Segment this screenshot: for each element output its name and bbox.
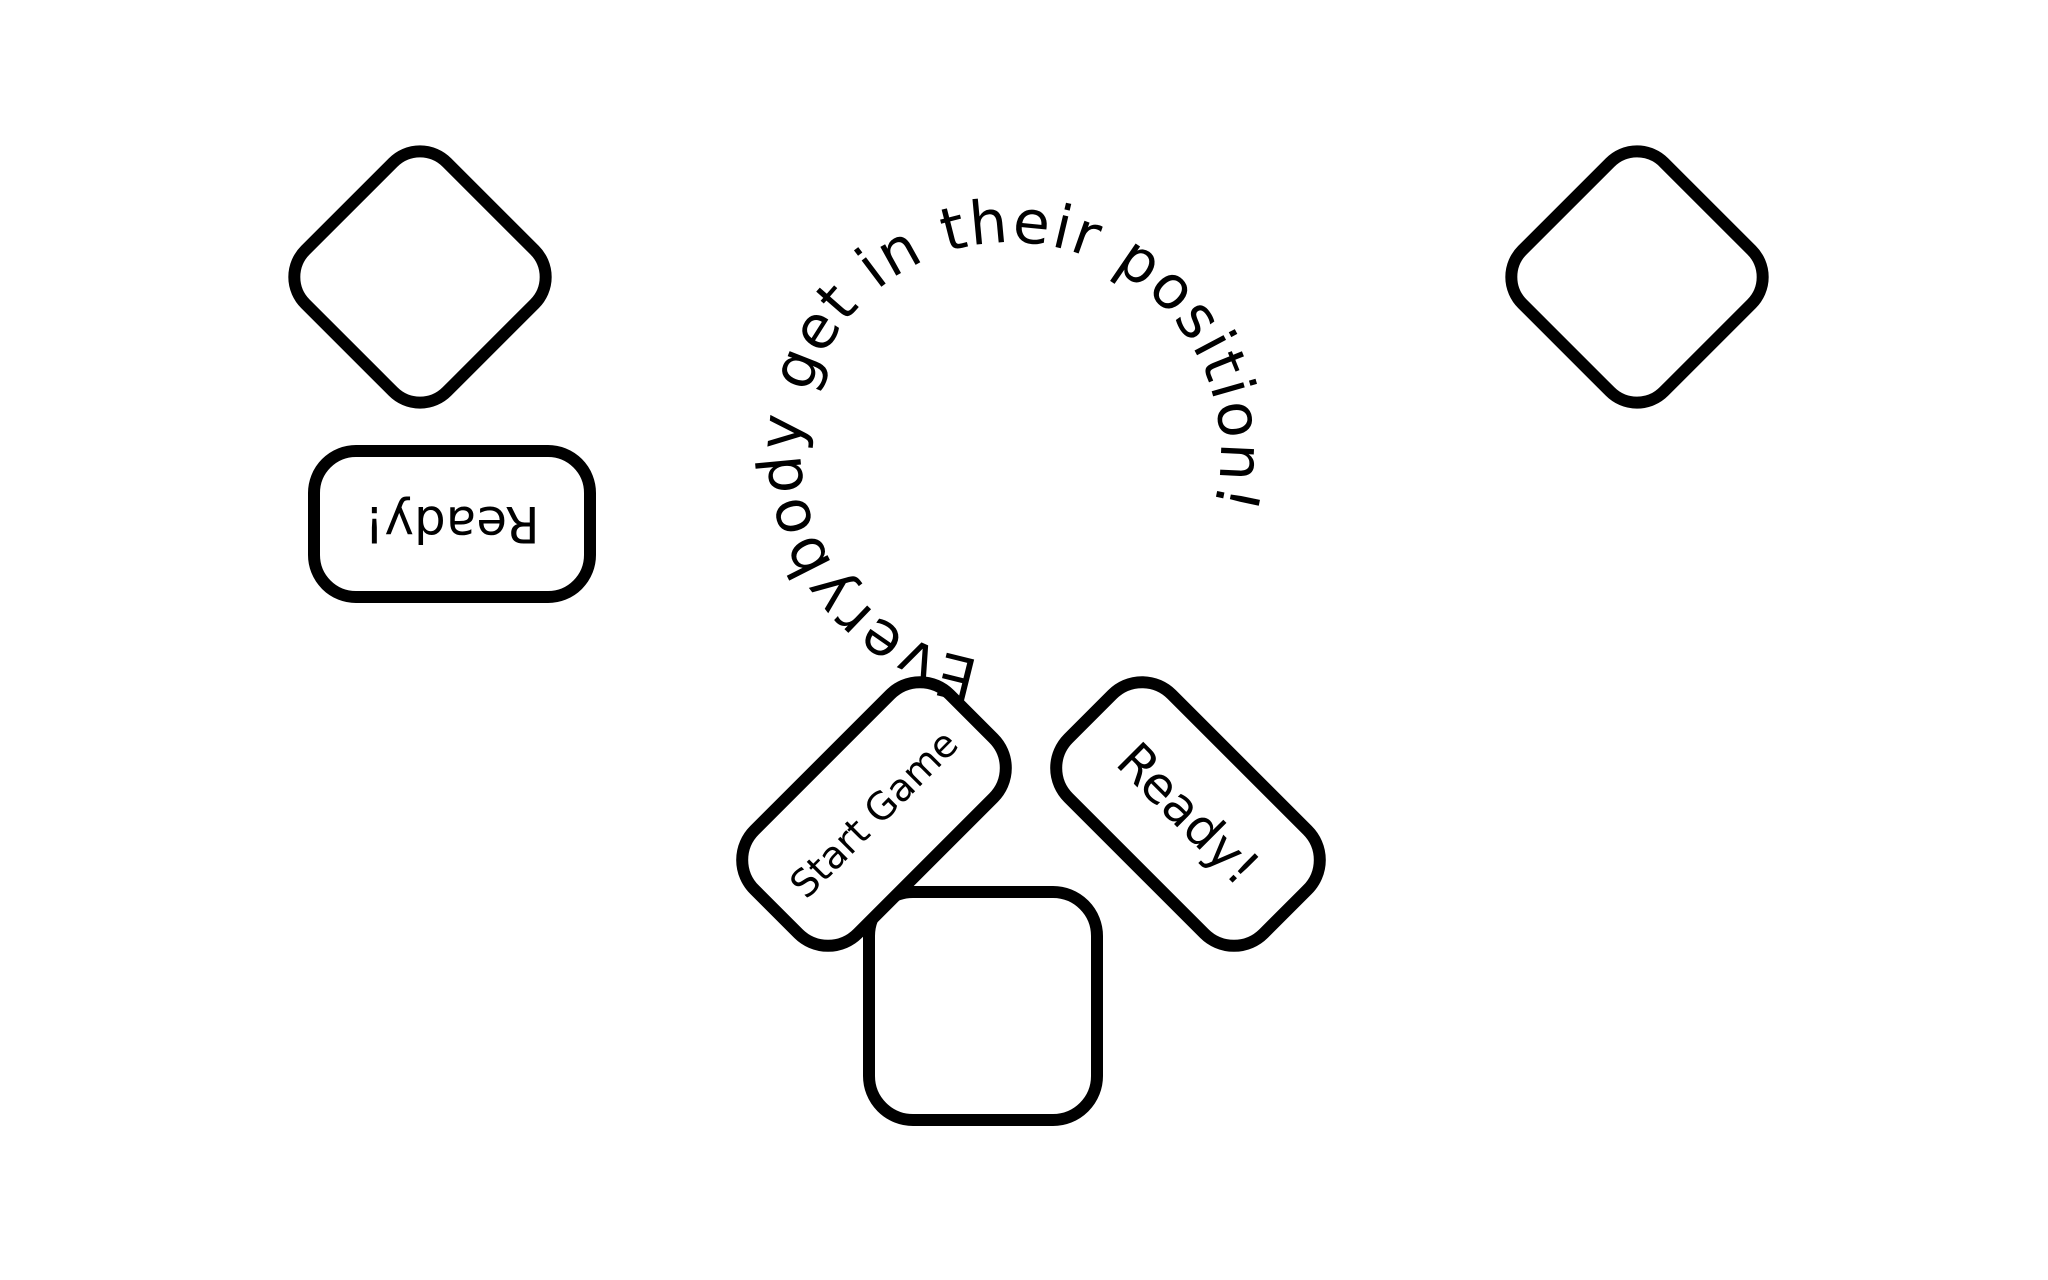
ready-button-top-left[interactable]: Ready!: [308, 445, 596, 603]
player-slot-top-right: [1505, 145, 1769, 409]
position-instruction-text: Everybody get in their position!: [745, 187, 1276, 715]
player-slot-bottom: [863, 886, 1103, 1126]
player-slot-top-left: [288, 145, 552, 409]
position-instruction-textpath: Everybody get in their position!: [745, 187, 1274, 715]
ready-button-bottom[interactable]: Ready!: [1039, 665, 1337, 963]
ready-button-top-left-label: Ready!: [364, 495, 539, 553]
